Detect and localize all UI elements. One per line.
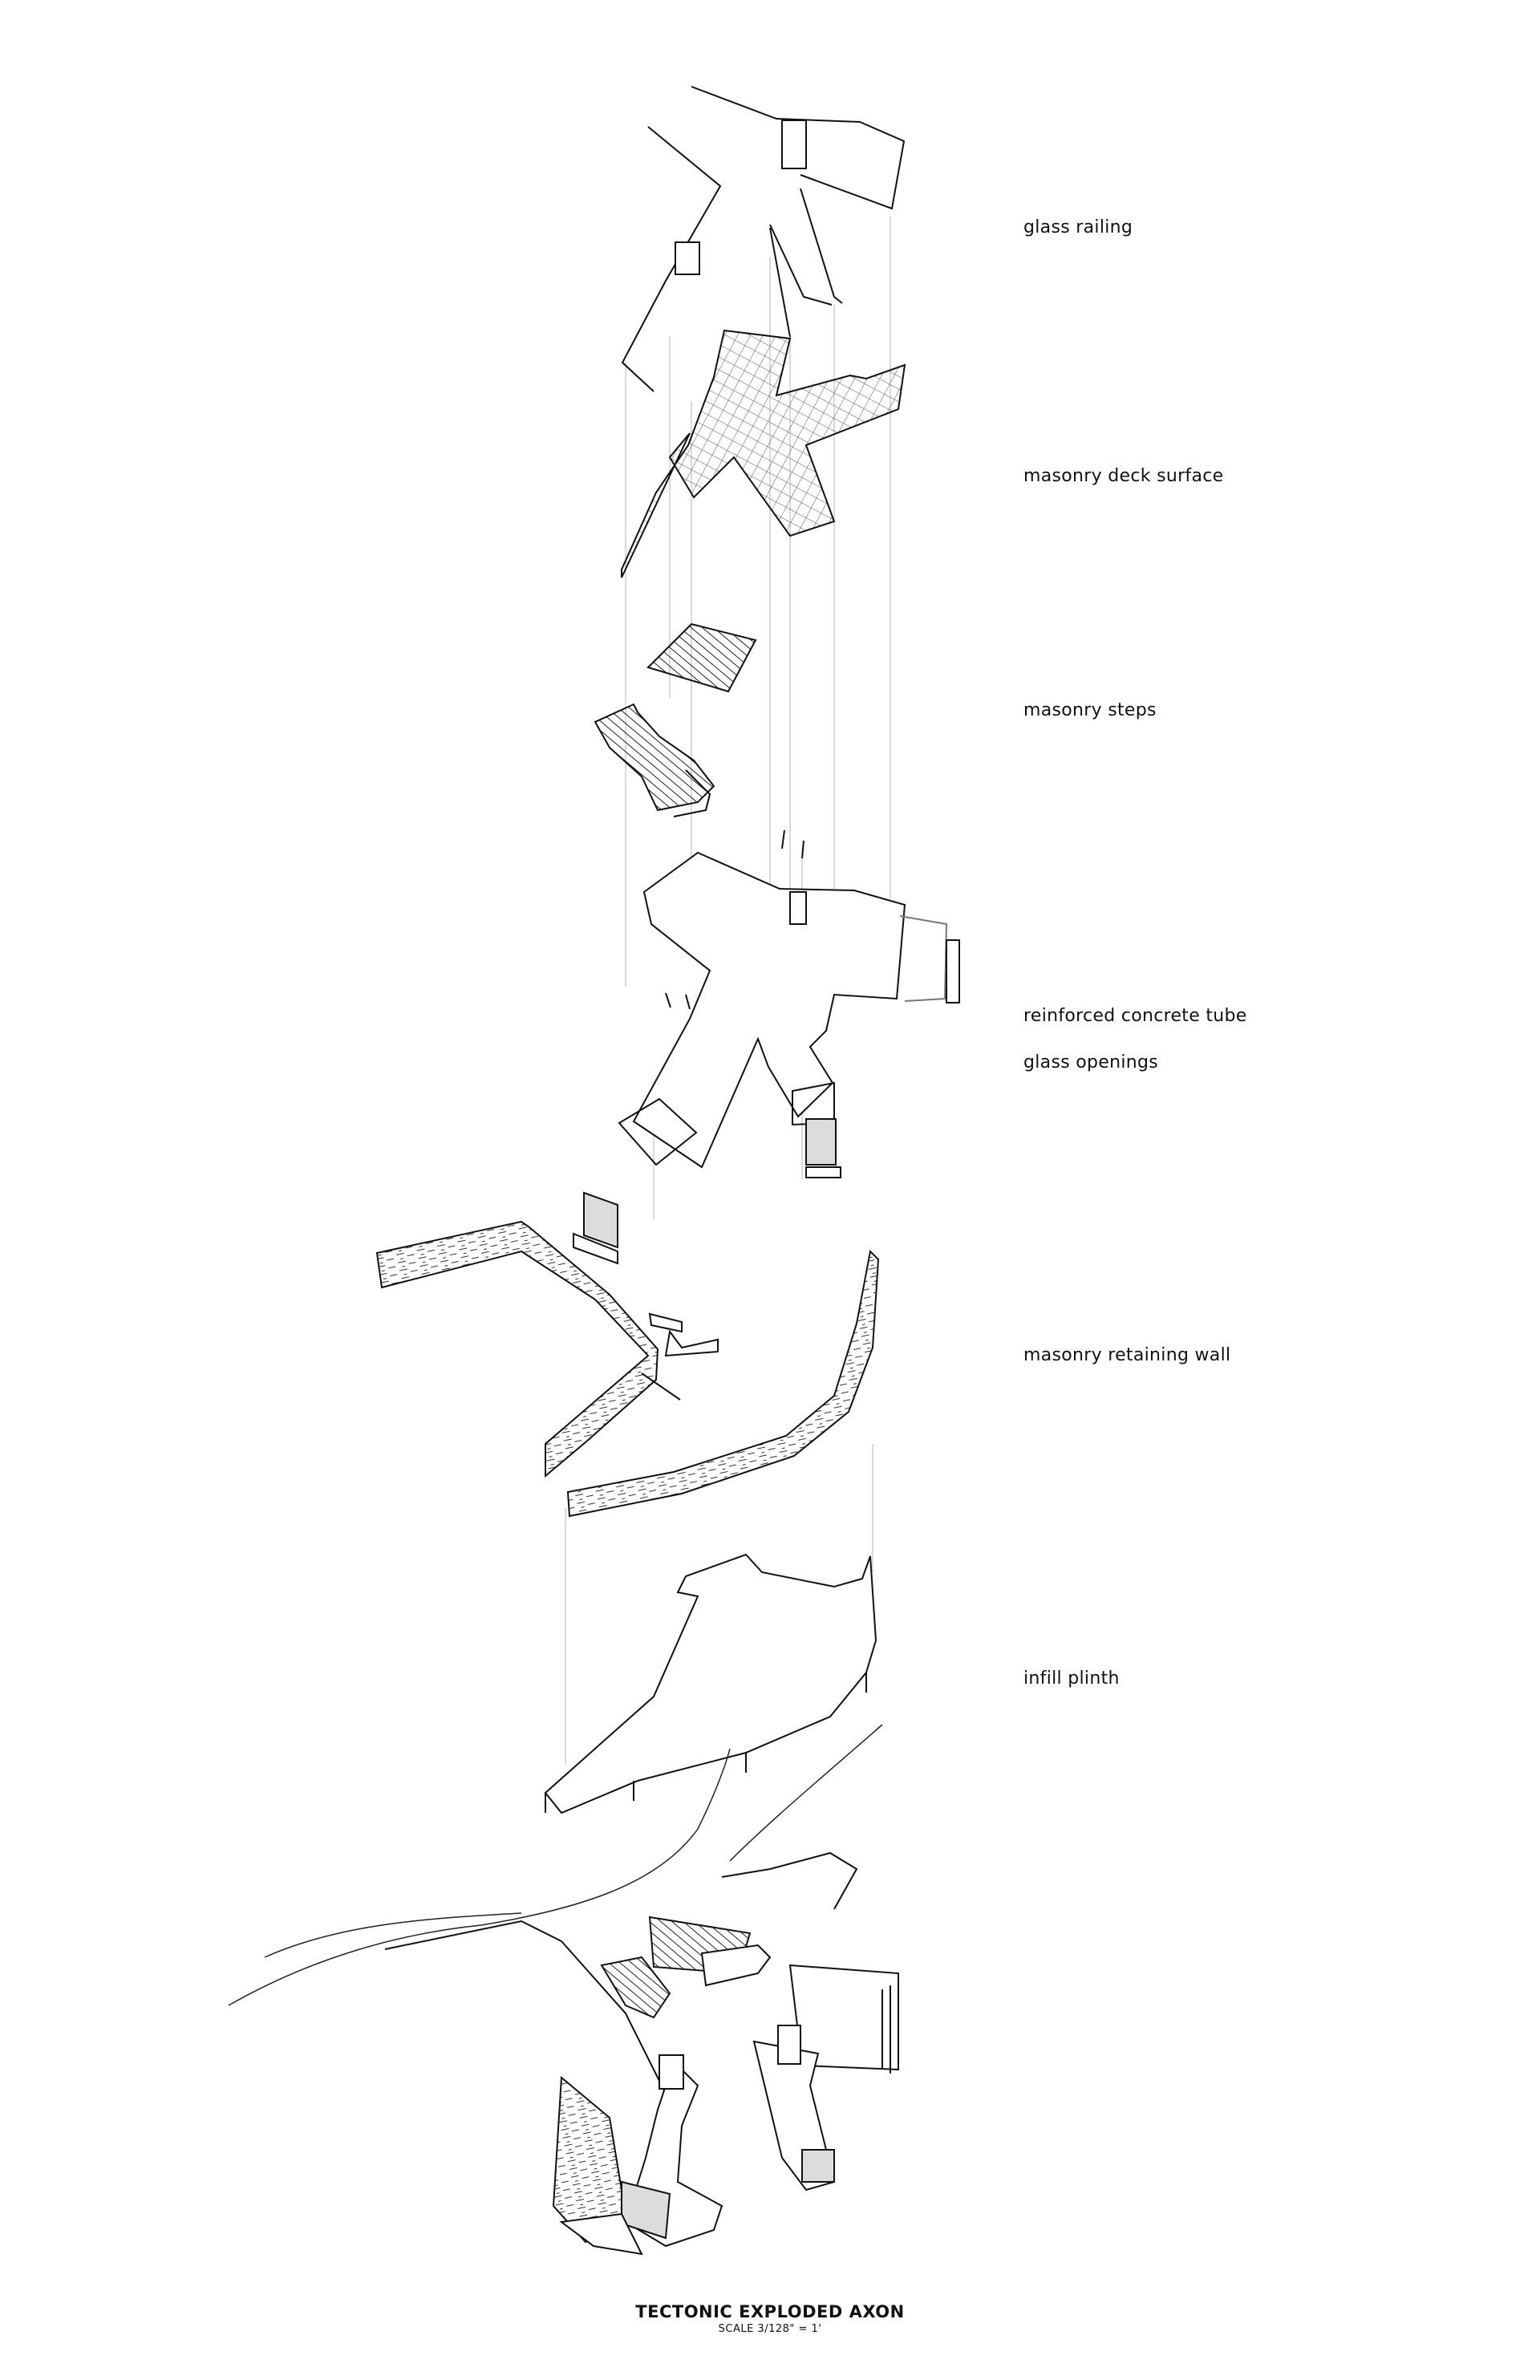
label-infill-plinth: infill plinth bbox=[1023, 1668, 1120, 1689]
label-masonry-deck-surface: masonry deck surface bbox=[1023, 466, 1224, 486]
label-masonry-retaining-wall: masonry retaining wall bbox=[1023, 1345, 1231, 1365]
glass-railing-layer bbox=[621, 86, 906, 392]
drawing-caption: TECTONIC EXPLODED AXON SCALE 3/128" = 1' bbox=[0, 2302, 1540, 2335]
label-masonry-steps: masonry steps bbox=[1023, 700, 1157, 720]
label-glass-railing: glass railing bbox=[1023, 217, 1133, 237]
caption-title: TECTONIC EXPLODED AXON bbox=[635, 2302, 905, 2321]
masonry-steps-layer bbox=[594, 622, 757, 817]
glass-openings-layer bbox=[573, 992, 841, 1265]
concrete-tube-layer bbox=[618, 829, 960, 1169]
infill-plinth-layer bbox=[544, 1553, 877, 1814]
label-glass-openings: glass openings bbox=[1023, 1052, 1159, 1072]
label-reinforced-concrete-tube: reinforced concrete tube bbox=[1023, 1006, 1247, 1026]
assembled-axon bbox=[228, 1724, 899, 2256]
masonry-retaining-wall-layer bbox=[375, 1220, 880, 1518]
masonry-deck-surface bbox=[621, 329, 906, 578]
caption-scale: SCALE 3/128" = 1' bbox=[718, 2323, 822, 2335]
